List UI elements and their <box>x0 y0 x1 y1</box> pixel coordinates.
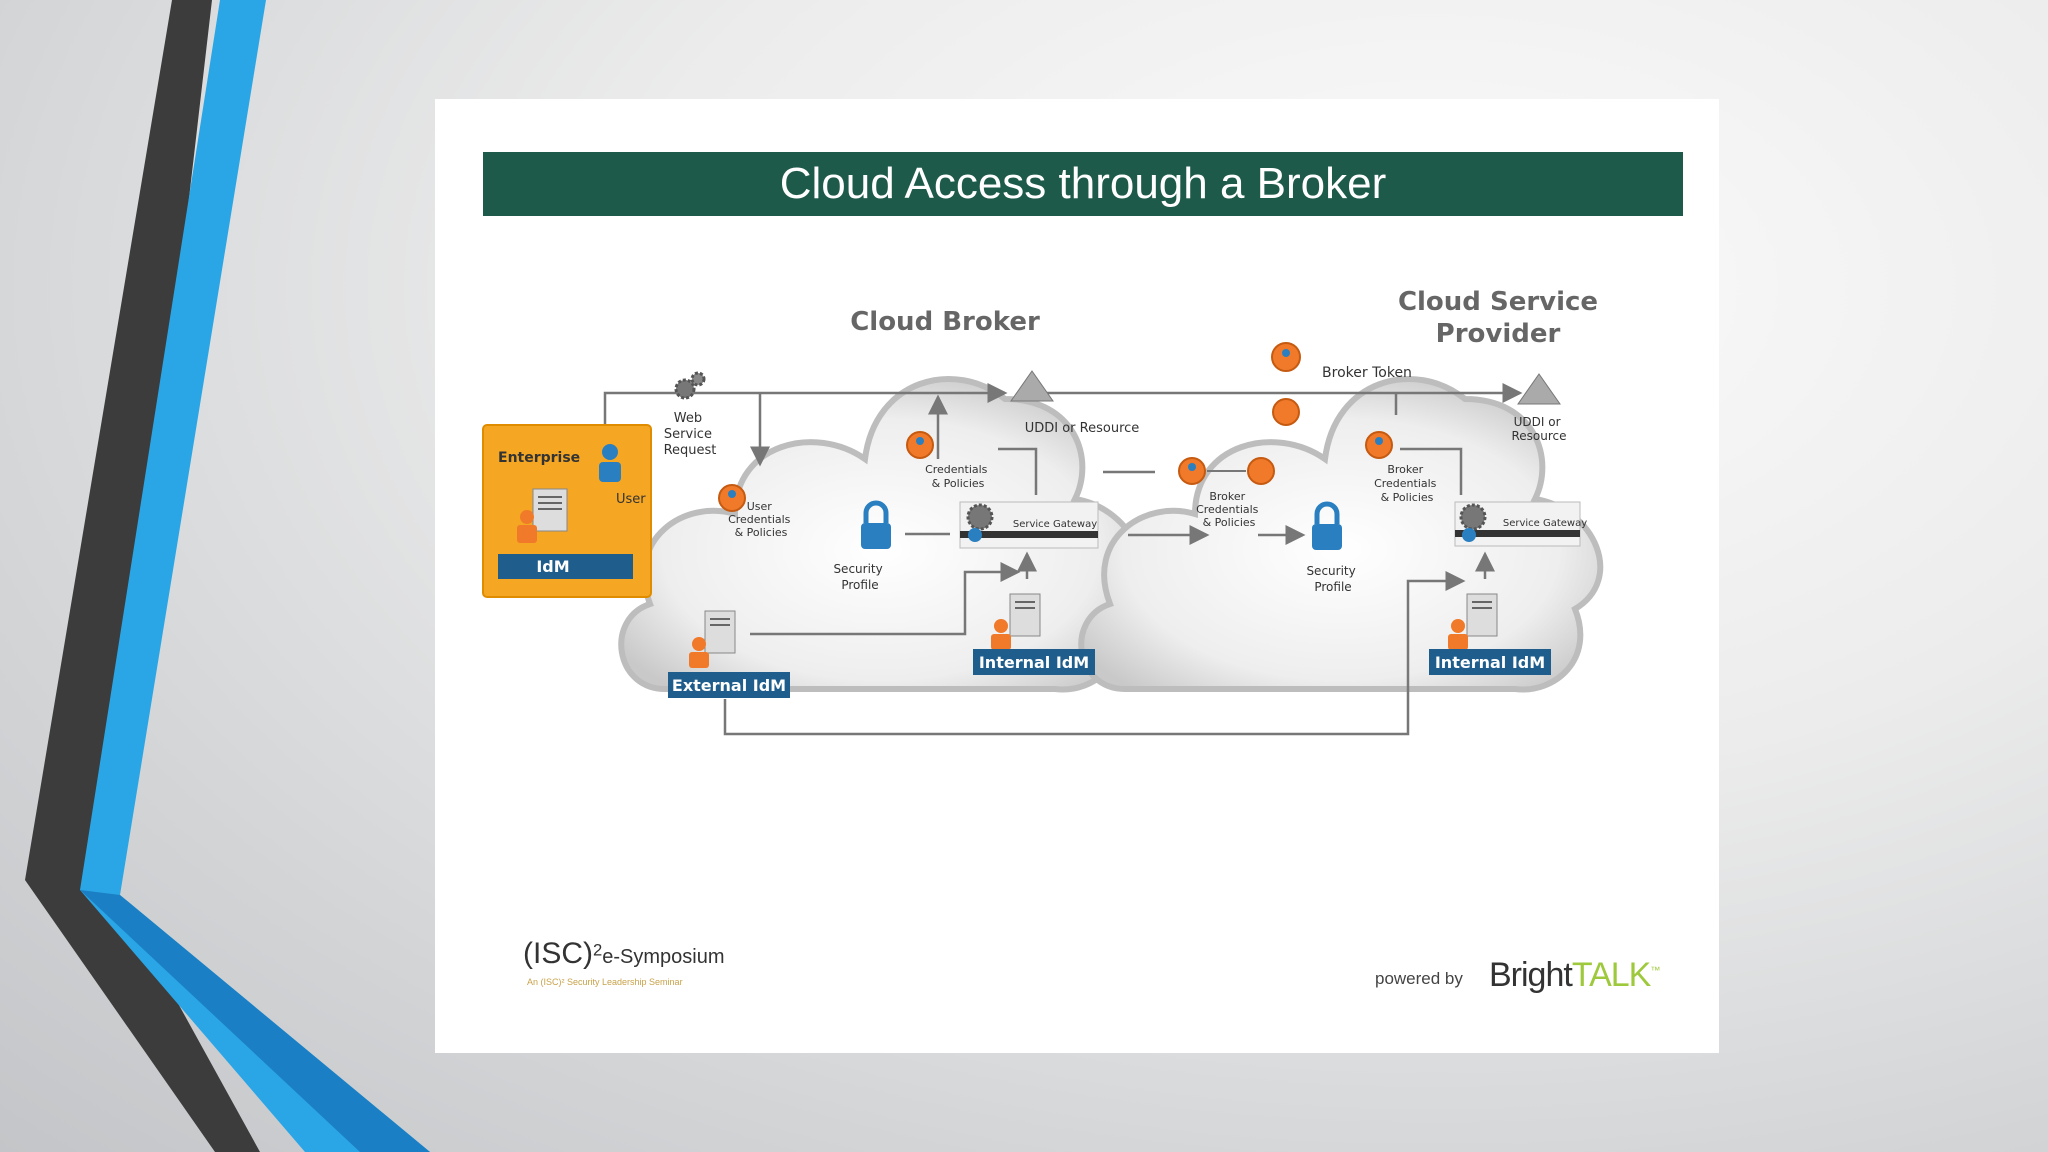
lock-icon <box>861 500 891 549</box>
external-idm-bar <box>668 672 790 698</box>
blue-stripe <box>80 0 430 1152</box>
security-profile-label: Security Profile <box>833 562 886 592</box>
pyramid-icon <box>1517 373 1561 405</box>
cloud-broker-diagram: Cloud Broker Cloud Service Provider Ente… <box>482 287 1604 736</box>
provider-credentials-icon <box>1365 431 1393 459</box>
provider-gateway-gear-icon <box>1459 503 1487 542</box>
blue-stripe-shade <box>80 890 430 1152</box>
brighttalk-logo: BrightTALK™ <box>1489 956 1660 994</box>
side-decoration <box>25 0 430 1152</box>
pyramid-icon <box>1010 370 1054 402</box>
isc-logo: (ISC)2e-Symposium <box>523 937 725 970</box>
person-icon <box>517 510 537 543</box>
provider-service-gateway-label: Service Gateway <box>1503 518 1587 529</box>
web-service-request-label: Web Service Request <box>664 411 717 458</box>
user-credentials-label: User Credentials & Policies <box>728 500 794 539</box>
credentials-policies-label: Credentials & Policies <box>925 463 991 490</box>
powered-by-label: powered by <box>1375 969 1463 988</box>
internal-idm-bar <box>973 649 1095 675</box>
user-icon <box>599 444 621 482</box>
provider-internal-idm-bar <box>1429 649 1551 675</box>
idm-bar <box>498 554 633 579</box>
broker-credentials-label: Broker Credentials & Policies <box>1196 490 1262 529</box>
slide-image: Cloud Access through a Broker Cloud Brok… <box>435 99 1719 1053</box>
provider-broker-credentials-label: Broker Credentials & Policies <box>1374 463 1440 504</box>
cloud-broker-label: Cloud Broker <box>850 307 1040 337</box>
slide-title: Cloud Access through a Broker <box>483 152 1683 216</box>
enterprise-box: Enterprise User IdM <box>482 424 652 598</box>
enterprise-label: Enterprise <box>498 450 580 466</box>
broker-token-label: Broker Token <box>1322 365 1412 381</box>
provider-label-line1: Cloud Service <box>1398 287 1598 317</box>
gateway-gear-icon <box>966 503 994 542</box>
server-icon <box>532 488 568 532</box>
provider-label-line2: Provider <box>1436 319 1561 349</box>
user-label: User <box>616 492 646 507</box>
external-idm-server-icon <box>689 610 736 668</box>
provider-security-profile-label: Security Profile <box>1306 564 1359 594</box>
idm-label: IdM <box>536 557 569 576</box>
gear-icon <box>674 371 706 400</box>
broker-token-icons <box>1271 342 1301 426</box>
uddi-resource-label: UDDI or Resource <box>1025 421 1140 436</box>
credentials-token-icon <box>718 484 746 512</box>
connectors <box>603 383 1523 736</box>
provider-internal-idm-server-icon <box>1448 593 1498 650</box>
isc-tagline: An (ISC)² Security Leadership Seminar <box>527 977 683 987</box>
lock-icon <box>1312 501 1342 550</box>
provider-uddi-label: UDDI or Resource <box>1511 415 1566 443</box>
internal-idm-server-icon <box>991 593 1041 650</box>
external-idm-label: External IdM <box>672 676 786 695</box>
credentials-token-icon <box>906 431 934 459</box>
provider-internal-idm-label: Internal IdM <box>1435 653 1545 672</box>
internal-idm-label: Internal IdM <box>979 653 1089 672</box>
broker-credentials-icons <box>1178 457 1275 485</box>
service-gateway-label: Service Gateway <box>1013 519 1097 530</box>
